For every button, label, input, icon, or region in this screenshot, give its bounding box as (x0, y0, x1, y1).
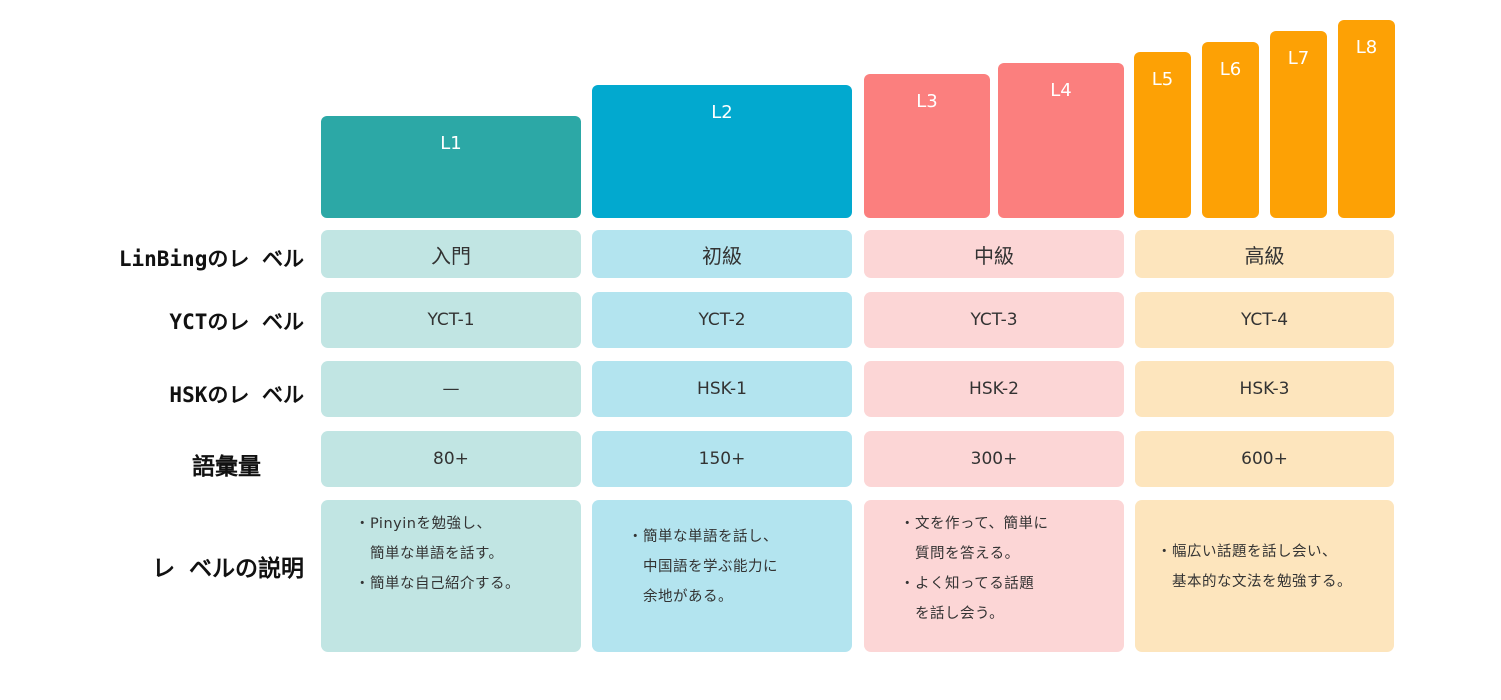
level-bar-label: L2 (711, 102, 733, 123)
yct-level-cell: YCT-3 (864, 292, 1124, 348)
description-line: ・幅広い話題を話し会い、 (1157, 544, 1337, 560)
description-cell: ・文を作って、簡単に 質問を答える。 ・よく知ってる話題 を話し会う。 (864, 500, 1124, 652)
level-bar-l5: L5 (1134, 52, 1191, 218)
description-text: ・Pinyinを勉強し、 簡単な単語を話す。 ・簡単な自己紹介する。 (355, 509, 520, 599)
description-cell: ・簡単な単語を話し、 中国語を学ぶ能力に 余地がある。 (592, 500, 852, 652)
level-bar-l3: L3 (864, 74, 990, 218)
description-cell: ・Pinyinを勉強し、 簡単な単語を話す。 ・簡単な自己紹介する。 (321, 500, 581, 652)
vocab-cell: 300+ (864, 431, 1124, 487)
level-bar-l7: L7 (1270, 31, 1327, 218)
level-bar-label: L7 (1287, 48, 1310, 69)
description-text: ・文を作って、簡単に 質問を答える。 ・よく知ってる話題 を話し会う。 (900, 509, 1049, 629)
row-label-vocab: 語彙量 (192, 454, 261, 480)
yct-level-cell: YCT-1 (321, 292, 581, 348)
row-label-description: レ ベルの説明 (152, 556, 304, 582)
hsk-level-cell: — (321, 361, 581, 417)
description-text: ・幅広い話題を話し会い、 基本的な文法を勉強する。 (1157, 537, 1352, 597)
description-line: ・文を作って、簡単に (900, 516, 1049, 532)
description-line: 基本的な文法を勉強する。 (1157, 574, 1352, 590)
hsk-level-cell: HSK-3 (1135, 361, 1394, 417)
description-line: ・Pinyinを勉強し、 (355, 516, 492, 532)
description-line: ・簡単な自己紹介する。 (355, 576, 520, 592)
vocab-cell: 150+ (592, 431, 852, 487)
level-bar-label: L1 (440, 133, 462, 154)
level-bar-label: L4 (1050, 80, 1072, 101)
linbing-level-cell: 中級 (864, 230, 1124, 278)
linbing-level-cell: 初級 (592, 230, 852, 278)
level-bar-label: L6 (1219, 59, 1242, 80)
level-bar-l1: L1 (321, 116, 581, 218)
linbing-level-cell: 入門 (321, 230, 581, 278)
level-bar-l2: L2 (592, 85, 852, 218)
description-line: 質問を答える。 (900, 546, 1020, 562)
hsk-level-cell: HSK-2 (864, 361, 1124, 417)
row-label-yct: YCTのレ ベル (169, 310, 304, 334)
description-line: ・簡単な単語を話し、 (628, 529, 778, 545)
level-bar-label: L3 (916, 91, 938, 112)
level-bar-l4: L4 (998, 63, 1124, 218)
description-line: 簡単な単語を話す。 (355, 546, 504, 562)
description-cell: ・幅広い話題を話し会い、 基本的な文法を勉強する。 (1135, 500, 1394, 652)
level-bar-l8: L8 (1338, 20, 1395, 218)
row-label-hsk: HSKのレ ベル (169, 383, 304, 407)
description-text: ・簡単な単語を話し、 中国語を学ぶ能力に 余地がある。 (628, 522, 778, 612)
level-bar-label: L8 (1355, 37, 1378, 58)
yct-level-cell: YCT-2 (592, 292, 852, 348)
description-line: 余地がある。 (628, 589, 733, 605)
description-line: 中国語を学ぶ能力に (628, 559, 778, 575)
description-line: を話し会う。 (900, 606, 1005, 622)
vocab-cell: 600+ (1135, 431, 1394, 487)
row-label-linbing: LinBingのレ ベル (118, 247, 304, 271)
linbing-level-cell: 高級 (1135, 230, 1394, 278)
vocab-cell: 80+ (321, 431, 581, 487)
level-bar-l6: L6 (1202, 42, 1259, 218)
description-line: ・よく知ってる話題 (900, 576, 1035, 592)
yct-level-cell: YCT-4 (1135, 292, 1394, 348)
hsk-level-cell: HSK-1 (592, 361, 852, 417)
level-bar-label: L5 (1151, 69, 1174, 90)
